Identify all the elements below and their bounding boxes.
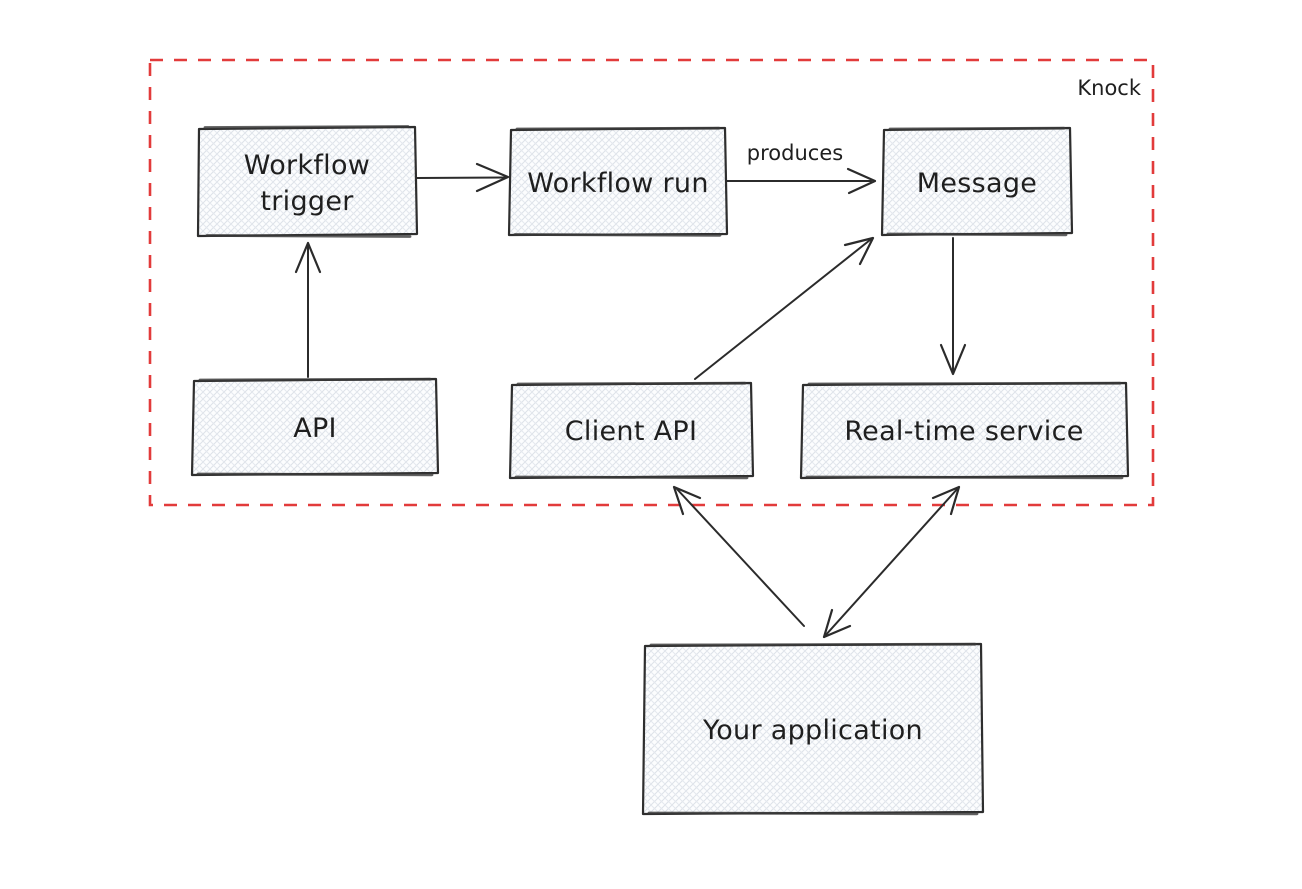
node-realtime-service: Real-time service [799,381,1130,480]
box-outline-overdraw [886,126,1068,237]
arrow-line [823,486,960,638]
node-your-application: Your application [641,642,985,816]
node-workflow-trigger: Workflow trigger [196,125,419,238]
node-label: Client API [565,416,697,447]
edge-api-to-workflow-trigger [294,241,322,378]
box-outline-overdraw [196,377,434,477]
node-api: API [190,377,440,477]
arrowhead [843,236,875,266]
node-label: Real-time service [844,416,1083,447]
edge-workflow-trigger-to-workflow-run [416,162,510,193]
node-label-line: trigger [260,186,354,217]
node-workflow-run: Workflow run [507,126,729,237]
node-message: Message [880,126,1074,237]
arrowhead [475,162,510,193]
arrowhead [294,241,322,274]
arrow-line [694,239,871,380]
edge-message-to-realtime-service [939,237,967,376]
edge-label-produces: produces [747,141,843,165]
node-box [196,125,419,238]
box-outline-overdraw [805,381,1124,480]
arrow-line [416,176,506,179]
edge-your-application-to-client-api [672,485,805,627]
arrowhead [822,608,852,639]
arrowhead [931,485,961,516]
node-client-api: Client API [508,381,755,480]
box-outline-overdraw [514,381,749,480]
knock-boundary-label: Knock [1077,76,1141,100]
box-outline-overdraw [647,642,979,816]
node-label: Workflow run [527,168,709,199]
arrowhead [939,343,967,376]
node-label: Message [917,168,1037,199]
arrow-line [675,487,805,627]
node-label: API [293,413,337,444]
knock-boundary-box [148,58,1155,507]
box-outline-overdraw [203,125,412,238]
node-label-line: Workflow [244,150,370,181]
edge-workflow-run-to-message: produces [726,141,877,195]
edge-your-application-realtime-service [822,485,961,639]
arrowhead [846,167,877,195]
box-outline-overdraw [513,126,722,237]
node-label: Your application [702,715,923,746]
arrowhead [672,485,702,516]
edge-client-api-to-message [694,236,875,380]
